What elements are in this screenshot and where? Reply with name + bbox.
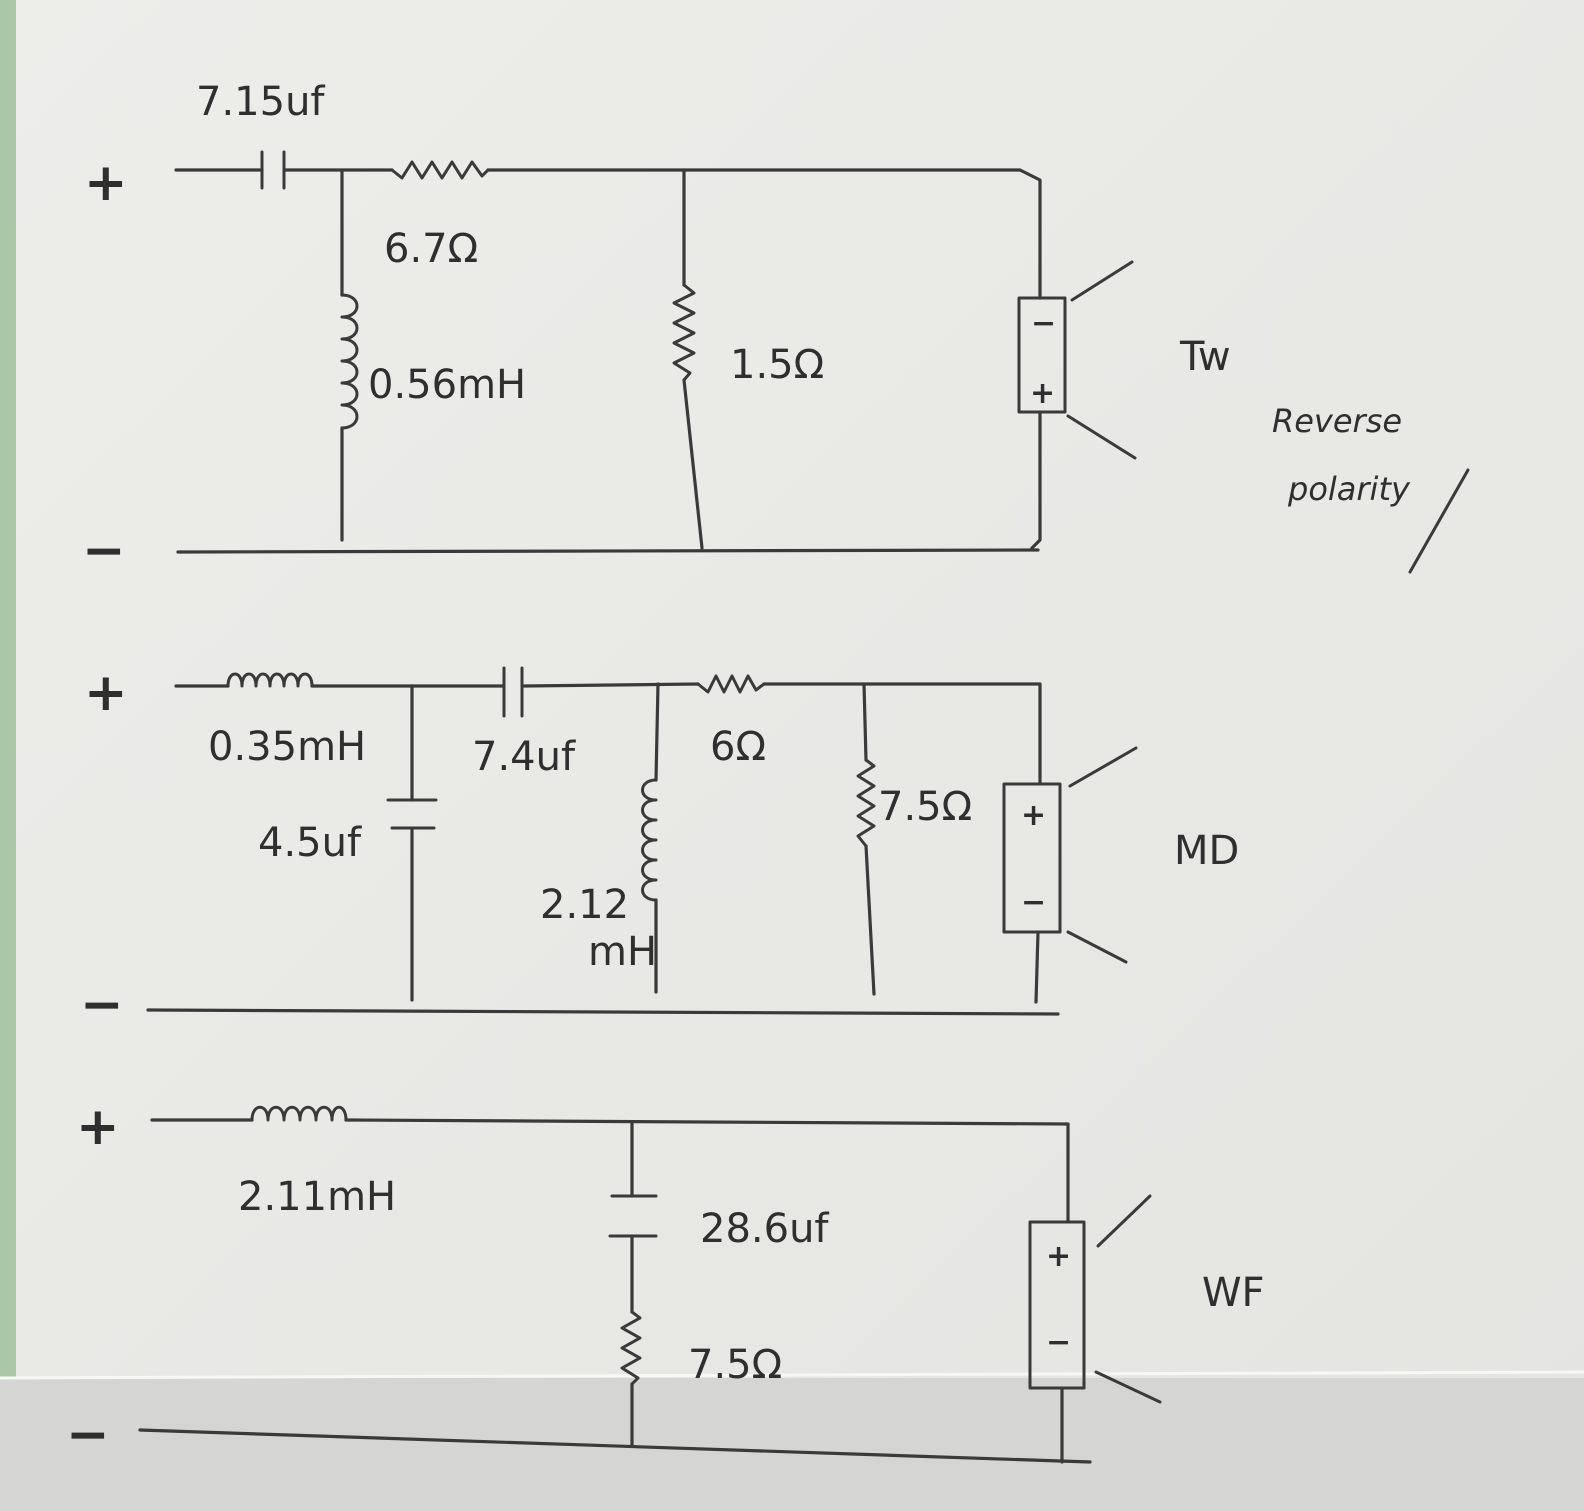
mid-inductor-l1 [226, 672, 314, 688]
mid-c2-label: 4.5uf [258, 820, 362, 866]
woofer-l1-label: 2.11mH [238, 1174, 396, 1220]
mid-l2-label-line2: mH [588, 929, 657, 975]
tweeter-note-line2: polarity [1287, 470, 1411, 508]
mid-name-label: MD [1174, 828, 1239, 874]
tweeter-r1-label: 6.7Ω [384, 226, 478, 272]
mid-capacitor-c2 [386, 798, 438, 830]
mid-l2-label-line1: 2.12 [540, 882, 629, 928]
tweeter-resistor-branch [682, 168, 704, 550]
tweeter-resistor-r2 [672, 283, 696, 382]
woofer-speaker-plus: + [1046, 1239, 1071, 1274]
mid-plus-terminal: + [84, 663, 128, 723]
mid-resistor-r2 [856, 758, 876, 848]
mid-r1-label: 6Ω [710, 724, 766, 770]
woofer-plus-terminal: + [76, 1097, 120, 1157]
tweeter-minus-terminal: − [82, 521, 126, 581]
tweeter-plus-terminal: + [84, 153, 128, 213]
tweeter-c1-label: 7.15uf [196, 79, 325, 125]
mid-inductor-l2 [641, 778, 658, 902]
woofer-bottom-wire [138, 1428, 1092, 1464]
tweeter-l1-label: 0.56mH [368, 362, 526, 408]
mid-resistor-r1 [696, 674, 766, 694]
woofer-speaker-minus: − [1046, 1325, 1071, 1360]
mid-speaker-plus: + [1021, 798, 1046, 833]
tweeter-resistor-r1 [390, 160, 490, 180]
tweeter-note-line1: Reverse [1272, 402, 1402, 440]
paper-fold [0, 1378, 1584, 1511]
woofer-minus-terminal: − [66, 1405, 110, 1465]
mid-top-wire [174, 682, 1042, 786]
woofer-r1-label: 7.5Ω [688, 1342, 782, 1388]
mid-speaker-wire [1034, 930, 1040, 1004]
mid-l1-label: 0.35mH [208, 724, 366, 770]
tweeter-speaker [1017, 296, 1067, 414]
mid-speaker-cone-bottom [1066, 930, 1128, 964]
tweeter-inductor-l1 [340, 293, 359, 430]
mid-speaker-minus: − [1021, 885, 1046, 920]
woofer-inductor-l1 [250, 1105, 348, 1122]
mid-bottom-wire [146, 1008, 1060, 1016]
mid-speaker [1002, 782, 1062, 934]
tweeter-bottom-wire [176, 548, 1040, 554]
mid-minus-terminal: − [80, 975, 124, 1035]
woofer-speaker [1028, 1220, 1086, 1390]
mid-inductor-branch [654, 682, 660, 994]
woofer-speaker-cone-top [1096, 1194, 1152, 1248]
tweeter-circuit: + − 7.15uf 6.7Ω 0.56mH 1.5Ω − + Tw Rever… [82, 79, 1470, 581]
woofer-name-label: WF [1202, 1270, 1265, 1316]
woofer-circuit: + − 2.11mH 28.6uf 7.5Ω + − WF [66, 1097, 1265, 1465]
tweeter-capacitor-c1 [260, 150, 286, 190]
mid-c1-label: 7.4uf [472, 734, 576, 780]
fold-edge [0, 1370, 1584, 1380]
woofer-top-wire [150, 1118, 1070, 1224]
mid-speaker-cone-top [1068, 746, 1138, 788]
paper [16, 0, 1584, 1511]
tweeter-speaker-cone-top [1070, 260, 1134, 302]
tweeter-speaker-wire [1018, 168, 1042, 550]
mid-capacitor-c1 [502, 666, 524, 718]
tweeter-r2-label: 1.5Ω [730, 342, 824, 388]
woofer-speaker-cone-bottom [1094, 1370, 1162, 1404]
tweeter-note-stroke [1408, 468, 1470, 574]
woofer-capacitor-c1 [608, 1194, 658, 1238]
tweeter-speaker-minus: − [1031, 306, 1056, 341]
woofer-resistor-r1 [620, 1310, 642, 1386]
mid-resistor-branch [862, 682, 876, 996]
woofer-c1-label: 28.6uf [700, 1206, 829, 1252]
tweeter-speaker-cone-bottom [1066, 414, 1137, 460]
tweeter-speaker-plus: + [1030, 376, 1055, 411]
tweeter-name-label: Tw [1179, 334, 1231, 380]
mid-r2-label: 7.5Ω [878, 784, 972, 830]
mid-circuit: + − 0.35mH 7.4uf 6Ω 4.5uf 2.12 mH 7.5Ω [80, 663, 1239, 1035]
